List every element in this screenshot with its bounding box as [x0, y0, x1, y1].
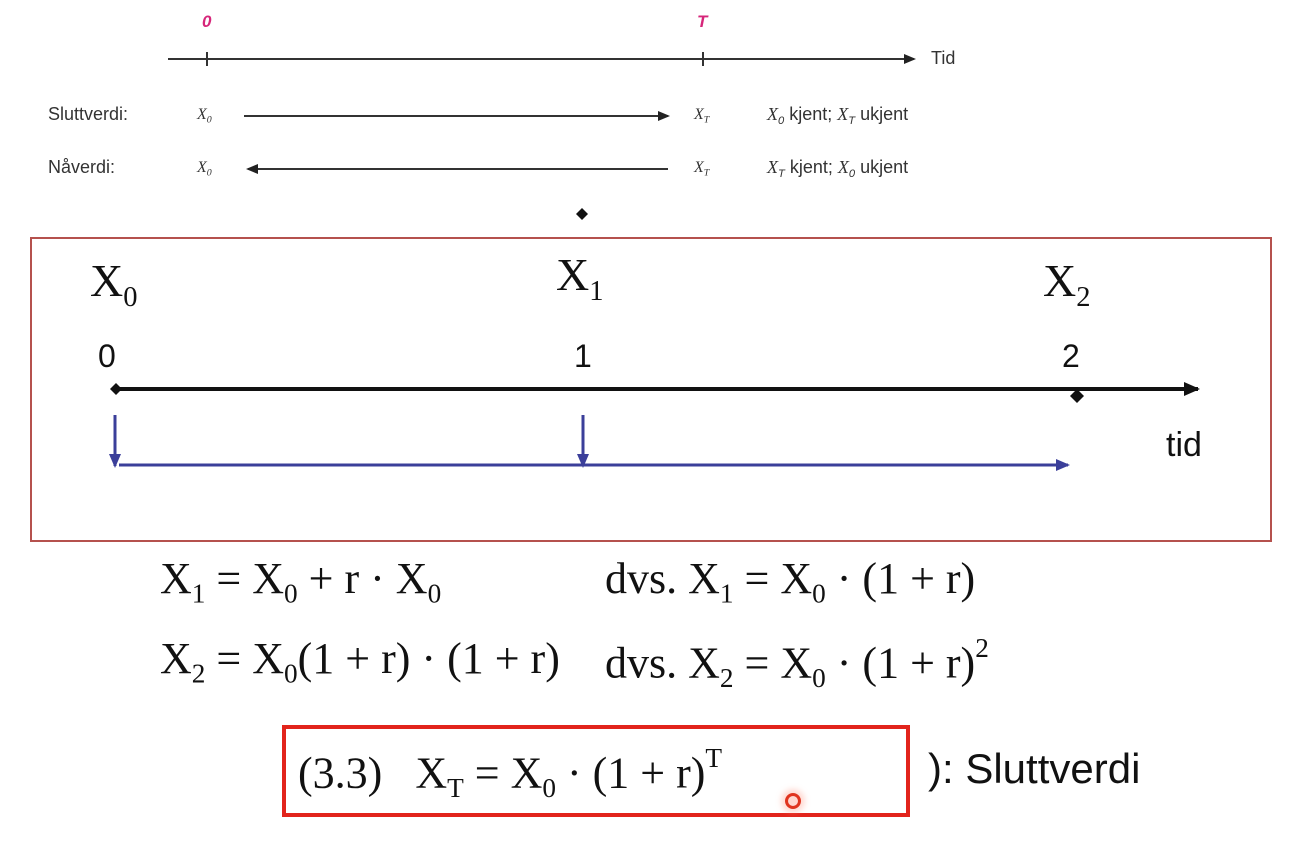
row1-note: X0 kjent; XT ukjent	[767, 104, 909, 127]
row2-right-var: XT	[694, 159, 710, 179]
equation-1-right: dvs. X1 = X0 · (1 + r)	[605, 554, 976, 609]
equation-1-left: X1 = X0 + r · X0	[160, 554, 442, 609]
row2-note: XT kjent; X0 ukjent	[767, 157, 909, 180]
formula-3-3: (3.3) XT = X0 · (1 + r)T	[298, 743, 723, 803]
timeline-panel	[30, 237, 1272, 542]
row-label-sluttverdi: Sluttverdi:	[48, 104, 129, 124]
equation-2-right: dvs. X2 = X0 · (1 + r)2	[605, 633, 989, 693]
cursor-indicator-icon	[785, 793, 801, 809]
bullet-diamond	[576, 208, 588, 220]
formula-caption: ): Sluttverdi	[928, 745, 1141, 792]
panel-diamond-right	[1070, 389, 1084, 403]
panel-var-X2: X2	[1043, 255, 1091, 313]
panel-tick-2: 2	[1062, 338, 1080, 374]
row-label-naverdi: Nåverdi:	[48, 157, 116, 177]
panel-var-X0: X0	[90, 255, 138, 313]
label-0: 0	[202, 12, 212, 31]
panel-tick-1: 1	[574, 338, 592, 374]
row1-right-var: XT	[694, 106, 710, 126]
formula-3-3-box	[282, 725, 910, 817]
label-T: T	[697, 12, 708, 31]
equation-2-left: X2 = X0(1 + r) · (1 + r)	[160, 634, 560, 689]
top-axis-label: Tid	[931, 48, 956, 68]
panel-axis-label: tid	[1166, 426, 1202, 464]
row2-left-var: X0	[197, 159, 212, 179]
panel-var-X1: X1	[556, 249, 604, 307]
row1-left-var: X0	[197, 106, 212, 126]
panel-diamond-left	[110, 383, 122, 395]
panel-tick-0: 0	[98, 338, 116, 374]
